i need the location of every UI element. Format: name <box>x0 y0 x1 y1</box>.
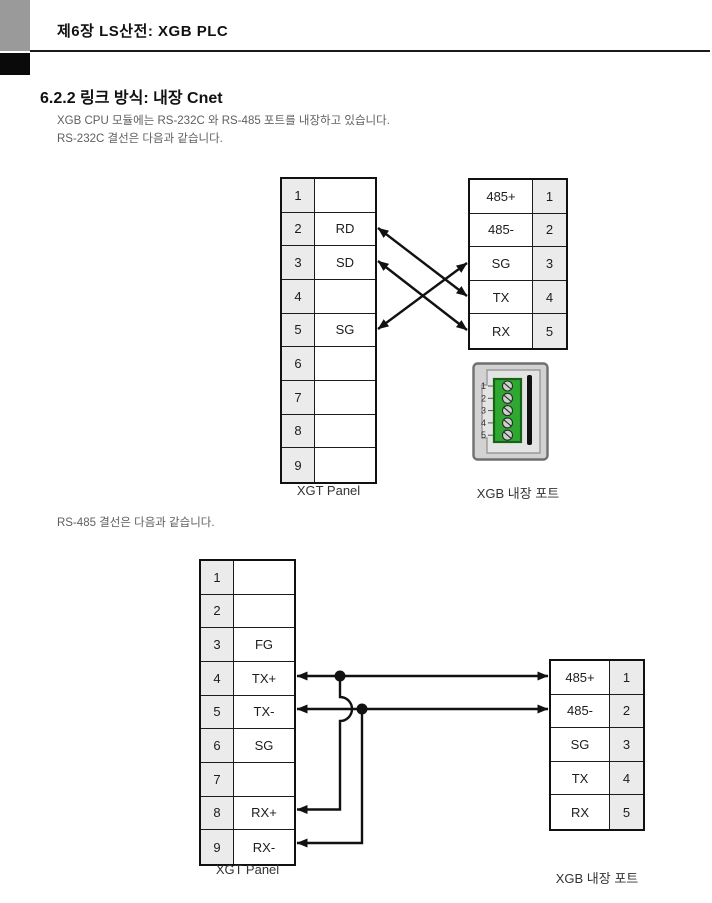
signal-cell: TX <box>551 761 610 796</box>
terminal-pin-label: 4 <box>481 418 486 428</box>
rs485-xgb-port-label: XGB 내장 포트 <box>555 871 639 886</box>
pin-cell: 1 <box>610 661 643 695</box>
pin-cell: 4 <box>533 280 566 315</box>
signal-cell <box>315 381 375 415</box>
signal-cell <box>315 347 375 381</box>
signal-cell: TX+ <box>234 662 294 696</box>
pin-cell: 4 <box>610 761 643 796</box>
signal-cell: SG <box>470 247 533 281</box>
pin-cell: 4 <box>282 279 315 314</box>
pin-cell: 3 <box>610 728 643 762</box>
rs232c-xgb-port-label: XGB 내장 포트 <box>476 486 560 501</box>
chapter-header: 제6장 LS산전: XGB PLC <box>57 23 229 40</box>
pin-cell: 3 <box>201 628 234 662</box>
signal-cell: 485- <box>470 213 533 248</box>
pin-cell: 2 <box>201 594 234 629</box>
signal-cell <box>234 561 294 595</box>
pin-cell: 2 <box>533 213 566 248</box>
terminal-pin-label: 3 <box>481 406 486 416</box>
pin-cell: 5 <box>282 313 315 348</box>
terminal-pin-numbers: 1 2 3 4 5 <box>481 381 486 440</box>
signal-cell: 485- <box>551 694 610 729</box>
pin-cell: 8 <box>282 414 315 449</box>
signal-cell: FG <box>234 628 294 662</box>
pin-cell: 7 <box>201 762 234 797</box>
signal-cell: SD <box>315 246 375 280</box>
pin-cell: 3 <box>282 246 315 280</box>
signal-cell: SG <box>234 729 294 763</box>
pin-cell: 3 <box>533 247 566 281</box>
rs485-xgt-panel-table: 1 2 3 FG 4 TX+ 5 TX- 6 SG 7 8 RX+ 9 RX- <box>199 559 296 866</box>
pin-cell: 1 <box>282 179 315 213</box>
rs232c-xgb-port-table: 485+ 1 485- 2 SG 3 TX 4 RX 5 <box>468 178 568 350</box>
terminal-block-image: 1 2 3 4 5 <box>472 362 549 461</box>
pin-cell: 2 <box>610 694 643 729</box>
signal-cell: TX <box>470 280 533 315</box>
signal-cell: 485+ <box>551 661 610 695</box>
terminal-slot <box>527 375 532 445</box>
signal-cell <box>315 415 375 449</box>
intro-line-2: RS-232C 결선은 다음과 같습니다. <box>57 132 223 145</box>
pin-cell: 9 <box>201 830 234 864</box>
signal-cell: 485+ <box>470 180 533 214</box>
signal-cell <box>234 595 294 629</box>
terminal-pin-label: 5 <box>481 430 486 440</box>
rs485-wires <box>296 670 549 848</box>
signal-cell: SG <box>551 728 610 762</box>
section-title: 6.2.2 링크 방식: 내장 Cnet <box>40 90 223 107</box>
terminal-screws <box>501 380 514 441</box>
pin-cell: 6 <box>201 729 234 763</box>
pin-cell: 6 <box>282 347 315 381</box>
signal-cell: TX- <box>234 696 294 730</box>
pin-cell: 5 <box>201 695 234 730</box>
signal-cell <box>315 179 375 213</box>
page-corner-gray-block <box>0 0 30 51</box>
header-rule <box>30 50 710 52</box>
rs485-xgt-panel-label: XGT Panel <box>215 862 280 877</box>
signal-cell: RD <box>315 213 375 247</box>
pin-cell: 9 <box>282 448 315 482</box>
junction-dot <box>356 703 368 715</box>
signal-cell: RX- <box>252 839 276 855</box>
pin-cell: 8 <box>201 796 234 831</box>
signal-cell: RX <box>470 314 533 348</box>
terminal-pin-label: 2 <box>481 393 486 403</box>
pin-cell: 5 <box>533 314 566 348</box>
terminal-pin-label: 1 <box>481 381 486 391</box>
pin-cell: 1 <box>533 180 566 214</box>
pin-cell: 1 <box>201 561 234 595</box>
intro-paragraph: XGB CPU 모듈에는 RS-232C 와 RS-485 포트를 내장하고 있… <box>57 113 390 148</box>
pin-cell: 2 <box>282 212 315 247</box>
signal-cell: RX <box>551 795 610 829</box>
rs232c-xgt-panel-label: XGT Panel <box>296 483 361 498</box>
pin-cell: 4 <box>201 661 234 696</box>
signal-cell <box>315 448 375 482</box>
signal-cell <box>234 763 294 797</box>
intro-line-1: XGB CPU 모듈에는 RS-232C 와 RS-485 포트를 내장하고 있… <box>57 115 390 127</box>
signal-cell <box>315 280 375 314</box>
rs485-intro-text: RS-485 결선은 다음과 같습니다. <box>57 517 215 529</box>
rs232c-crossover-wires <box>377 227 468 331</box>
signal-cell: RX+ <box>234 797 294 831</box>
rs485-branch-rx-minus <box>296 709 364 848</box>
terminal-pin-ticks <box>488 385 493 436</box>
page-corner-black-block <box>0 53 30 75</box>
pin-cell: 7 <box>282 380 315 415</box>
rs232c-xgt-panel-table: 1 2 RD 3 SD 4 5 SG 6 7 8 9 <box>280 177 377 484</box>
junction-dot <box>334 670 346 682</box>
rs485-branch-rx-plus <box>296 676 354 814</box>
rs485-xgb-port-table: 485+ 1 485- 2 SG 3 TX 4 RX 5 <box>549 659 645 831</box>
signal-cell: SG <box>315 314 375 348</box>
pin-cell: 5 <box>610 795 643 829</box>
